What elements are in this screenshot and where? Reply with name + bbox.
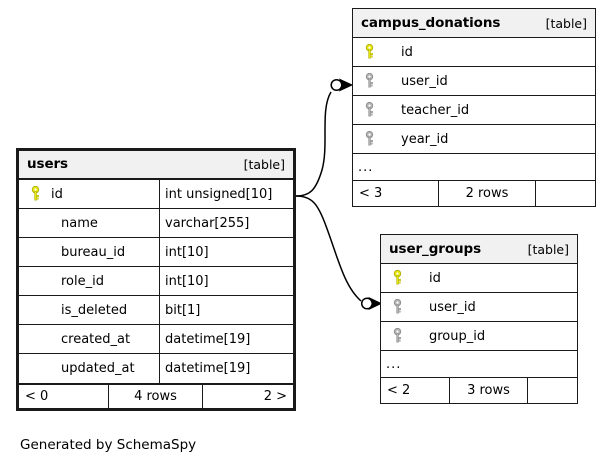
table-row[interactable]: id [381,264,577,293]
table-row[interactable]: teacher_id [353,96,595,125]
column-type-label: int[10] [159,267,293,295]
column-type-label: datetime[19] [159,354,293,383]
column-name-cell: created_at [19,325,159,353]
zero-cardinality-circle-icon [360,297,374,310]
footer-child-count[interactable]: 2 > [202,385,293,408]
table-node-users[interactable]: users [table] id [16,148,296,411]
table-row[interactable]: is_deleted bit[1] [19,296,293,325]
table-kind-label: [table] [243,157,285,172]
table-footer-user_groups: < 2 3 rows [381,378,577,403]
zero-cardinality-circle-icon [330,78,343,92]
table-footer-users: < 0 4 rows 2 > [19,383,293,408]
table-node-campus_donations[interactable]: campus_donations [table] id [352,8,596,207]
more-columns-indicator[interactable]: ... [381,351,577,378]
relationship-users-to-user_groups [295,195,383,311]
column-name-cell: group_id [381,322,577,350]
generated-by-credit: Generated by SchemaSpy [20,437,197,453]
column-name-cell: teacher_id [353,96,595,124]
footer-child-count[interactable] [535,181,595,206]
table-name-user_groups: user_groups [389,240,482,257]
column-name-cell: name [19,209,159,237]
table-columns-user_groups: id user_id [381,264,577,378]
column-name-cell: id [19,180,159,208]
column-name-label: bureau_id [61,244,126,260]
column-name-label: role_id [61,273,104,289]
relationship-users-to-campus_donations [295,78,354,197]
column-name-label: name [61,215,98,231]
table-row[interactable]: id [353,38,595,67]
table-row[interactable]: user_id [381,293,577,322]
primary-key-icon [25,186,45,202]
column-name-label: user_id [401,73,448,89]
column-name-label: teacher_id [401,102,470,118]
column-type-label: datetime[19] [159,325,293,353]
table-row[interactable]: role_id int[10] [19,267,293,296]
table-node-user_groups[interactable]: user_groups [table] id [380,234,578,404]
table-name-campus_donations: campus_donations [361,14,501,31]
column-type-label: bit[1] [159,296,293,324]
foreign-key-icon [359,102,379,118]
column-name-label: id [401,44,413,60]
footer-row-count: 4 rows [108,385,202,408]
column-name-cell: updated_at [19,354,159,383]
table-columns-users: id int unsigned[10] name varchar[255] bu… [19,180,293,383]
column-type-label: int[10] [159,238,293,266]
column-name-cell: year_id [353,125,595,153]
primary-key-icon [359,44,379,60]
table-row[interactable]: group_id [381,322,577,351]
column-name-label: user_id [429,299,476,315]
column-type-label: int unsigned[10] [159,180,293,208]
footer-row-count: 3 rows [449,378,527,403]
foreign-key-icon [387,328,407,344]
foreign-key-icon [359,131,379,147]
table-row[interactable]: year_id [353,125,595,154]
relationship-line [295,91,332,197]
table-row[interactable]: user_id [353,67,595,96]
table-header-campus_donations: campus_donations [table] [353,9,595,38]
column-name-cell: role_id [19,267,159,295]
table-footer-campus_donations: < 3 2 rows [353,181,595,206]
table-name-users: users [27,156,68,172]
foreign-key-icon [387,299,407,315]
more-columns-indicator[interactable]: ... [353,154,595,181]
footer-parent-count[interactable]: < 0 [25,389,49,404]
column-name-label: id [51,186,63,202]
column-name-cell: user_id [381,293,577,321]
column-name-label: updated_at [61,361,135,376]
column-name-label: created_at [61,331,131,347]
primary-key-icon [387,270,407,286]
table-kind-label: [table] [527,241,569,257]
column-name-label: year_id [401,131,449,147]
crows-foot-arrow-icon [338,78,354,92]
table-header-user_groups: user_groups [table] [381,235,577,264]
table-row[interactable]: id int unsigned[10] [19,180,293,209]
column-name-cell: id [353,38,595,66]
table-row[interactable]: name varchar[255] [19,209,293,238]
table-row[interactable]: updated_at datetime[19] [19,354,293,383]
table-row[interactable]: bureau_id int[10] [19,238,293,267]
column-name-label: is_deleted [61,302,128,318]
relationship-line [295,195,362,302]
column-name-label: id [429,270,441,286]
footer-parent-count[interactable]: < 3 [359,186,383,201]
foreign-key-icon [359,73,379,89]
table-kind-label: [table] [545,15,587,31]
table-row[interactable]: created_at datetime[19] [19,325,293,354]
footer-child-count[interactable] [527,378,577,403]
column-type-label: varchar[255] [159,209,293,237]
footer-row-count: 2 rows [438,181,535,206]
column-name-label: group_id [429,328,486,344]
column-name-cell: id [381,264,577,292]
table-columns-campus_donations: id user_id [353,38,595,181]
table-header-users: users [table] [19,151,293,180]
column-name-cell: is_deleted [19,296,159,324]
footer-parent-count[interactable]: < 2 [387,383,411,398]
column-name-cell: bureau_id [19,238,159,266]
column-name-cell: user_id [353,67,595,95]
